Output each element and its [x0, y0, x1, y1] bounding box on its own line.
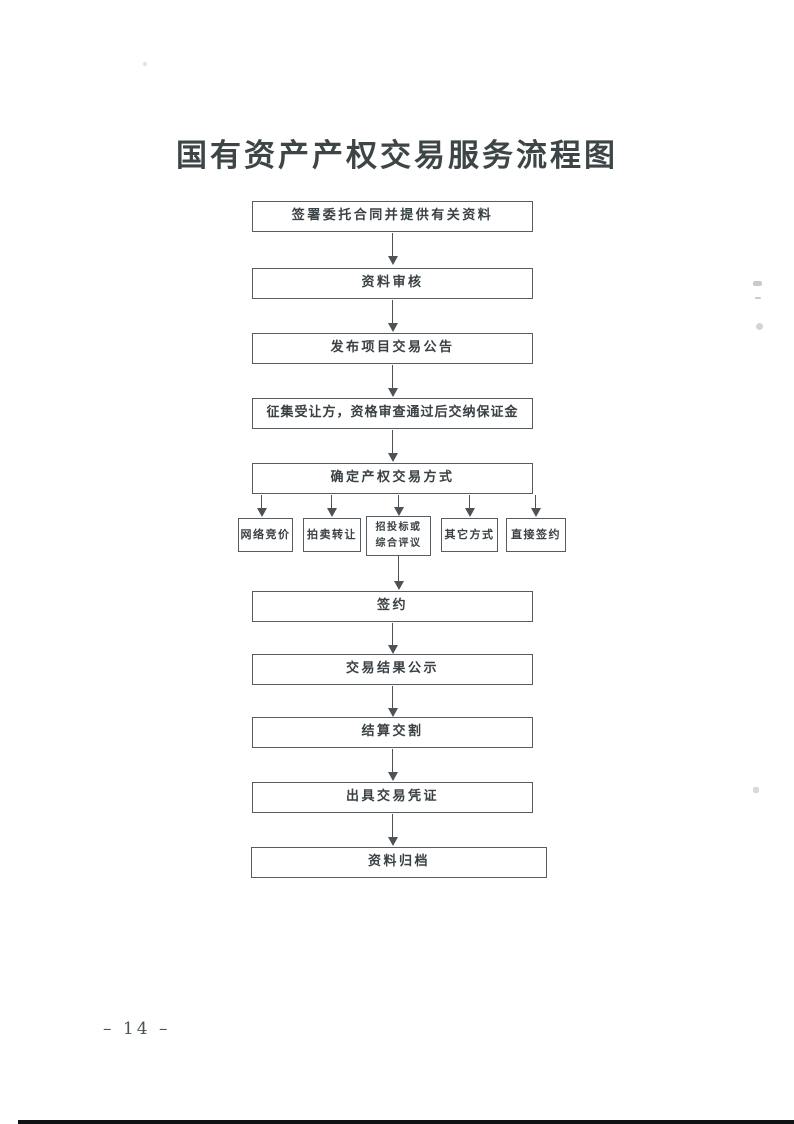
arrow-down-icon — [387, 430, 398, 462]
step-box-solicit-transferees: 征集受让方，资格审查通过后交纳保证金 — [252, 398, 533, 429]
page-title: 国有资产产权交易服务流程图 — [176, 138, 618, 174]
step-box-result-publicity: 交易结果公示 — [252, 654, 533, 685]
scan-speck — [755, 297, 761, 299]
step-box-settlement: 结算交割 — [252, 717, 533, 748]
arrow-down-icon — [387, 365, 398, 397]
method-box-other-method: 其它方式 — [441, 518, 498, 552]
arrow-down-icon — [387, 686, 398, 717]
step-box-certificate: 出具交易凭证 — [252, 782, 533, 813]
arrow-down-icon — [387, 814, 398, 846]
arrow-down-icon — [256, 495, 267, 517]
method-box-tender-or-evaluation: 招投标或综合评议 — [366, 516, 431, 556]
arrow-down-icon — [387, 300, 398, 332]
arrow-down-icon — [464, 495, 475, 517]
arrow-down-icon — [387, 749, 398, 781]
method-box-auction-transfer: 拍卖转让 — [303, 518, 361, 552]
step-box-material-review: 资料审核 — [252, 268, 533, 299]
step-box-signing: 签约 — [252, 591, 533, 622]
arrow-down-icon — [393, 556, 404, 590]
arrow-down-icon — [326, 495, 337, 517]
scan-speck — [143, 62, 147, 66]
scan-speck — [753, 787, 759, 793]
scan-speck — [753, 281, 762, 286]
method-box-direct-signing: 直接签约 — [506, 518, 566, 552]
scan-edge-artifact — [18, 1120, 794, 1124]
scan-speck — [756, 323, 763, 330]
method-box-tender-or-evaluation-label: 招投标或综合评议 — [375, 522, 422, 549]
arrow-down-icon — [393, 495, 404, 516]
step-box-announcement: 发布项目交易公告 — [252, 333, 533, 364]
step-box-determine-method: 确定产权交易方式 — [252, 463, 533, 494]
arrow-down-icon — [387, 623, 398, 654]
arrow-down-icon — [530, 495, 541, 517]
arrow-down-icon — [387, 233, 398, 265]
step-box-archive: 资料归档 — [251, 847, 547, 878]
method-box-online-bidding: 网络竞价 — [238, 518, 293, 552]
step-box-sign-contract: 签署委托合同并提供有关资料 — [252, 201, 533, 232]
page-number: – 14 – — [103, 1019, 171, 1039]
